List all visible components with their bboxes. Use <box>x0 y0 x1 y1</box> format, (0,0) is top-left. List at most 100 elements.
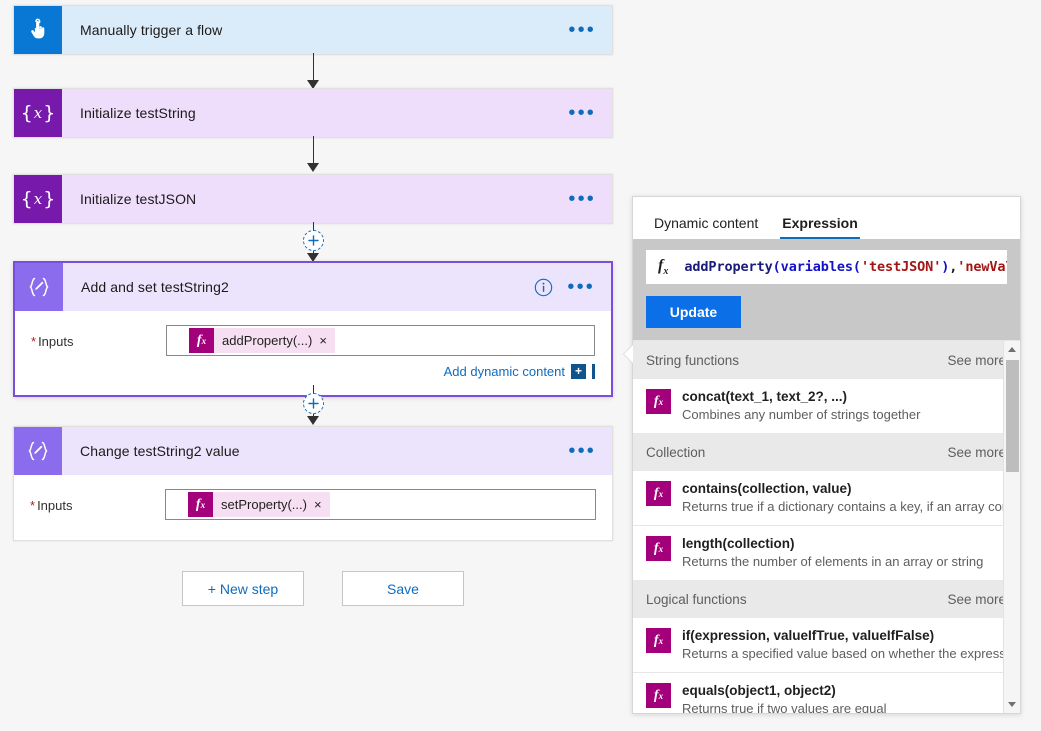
flow-step-card-init-teststring[interactable]: {x} Initialize testString ••• <box>13 88 613 138</box>
card-menu-icon[interactable]: ••• <box>568 440 596 462</box>
function-signature: contains(collection, value) <box>682 481 852 496</box>
group-title: Logical functions <box>646 591 747 607</box>
function-signature: length(collection) <box>682 536 795 551</box>
braces-pencil-icon <box>14 427 62 475</box>
update-button[interactable]: Update <box>646 296 741 328</box>
flow-canvas: Manually trigger a flow ••• {x} Initiali… <box>13 5 613 606</box>
required-asterisk: * <box>30 498 36 513</box>
card-header[interactable]: Change testString2 value ••• <box>14 427 612 475</box>
fx-icon: fx <box>658 256 669 278</box>
card-menu-icon[interactable]: ••• <box>567 276 595 298</box>
card-title: Add and set testString2 <box>81 279 229 295</box>
function-signature: if(expression, valueIfTrue, valueIfFalse… <box>682 628 935 643</box>
insert-step-button[interactable] <box>302 393 324 414</box>
tap-hand-icon <box>14 6 62 54</box>
card-menu-icon[interactable]: ••• <box>568 188 596 210</box>
tab-expression[interactable]: Expression <box>770 215 869 239</box>
function-signature: equals(object1, object2) <box>682 683 836 698</box>
scroll-up-icon[interactable] <box>1004 341 1020 358</box>
required-asterisk: * <box>31 334 37 349</box>
card-menu-icon[interactable]: ••• <box>568 19 596 41</box>
add-dynamic-content-caret-icon <box>592 364 595 379</box>
expression-text: addProperty(variables('testJSON'),'newVa… <box>684 259 1007 275</box>
add-dynamic-content-plus-icon[interactable]: + <box>571 364 586 379</box>
card-header[interactable]: Add and set testString2 ••• <box>15 263 611 311</box>
card-title: Manually trigger a flow <box>80 22 223 38</box>
info-circle-icon[interactable] <box>534 278 553 297</box>
see-more-link[interactable]: See more <box>947 352 1006 368</box>
card-header[interactable]: {x} Initialize testJSON ••• <box>14 175 612 223</box>
function-text: equals(object1, object2) Returns true if… <box>671 682 1006 713</box>
see-more-link[interactable]: See more <box>947 444 1006 460</box>
add-dynamic-content-row[interactable]: Add dynamic content + <box>31 364 595 379</box>
inputs-label: *Inputs <box>31 334 74 349</box>
function-group-header-string: String functions See more <box>633 341 1020 379</box>
function-list-scrollbar[interactable] <box>1003 341 1020 713</box>
scrollbar-thumb[interactable] <box>1006 360 1019 472</box>
remove-token-icon[interactable]: × <box>319 333 327 348</box>
card-header-actions: ••• <box>534 276 611 298</box>
function-text: if(expression, valueIfTrue, valueIfFalse… <box>671 627 1006 663</box>
function-group-header-logical: Logical functions See more <box>633 580 1020 618</box>
card-header-actions: ••• <box>568 19 612 41</box>
function-description: Returns a specified value based on wheth… <box>682 646 1006 661</box>
remove-token-icon[interactable]: × <box>313 497 322 512</box>
card-header-actions: ••• <box>568 102 612 124</box>
canvas-action-buttons: + New step Save <box>182 571 464 606</box>
card-title: Initialize testString <box>80 105 196 121</box>
function-text: concat(text_1, text_2?, ...) Combines an… <box>671 388 1006 424</box>
card-title: Initialize testJSON <box>80 191 197 207</box>
save-button[interactable]: Save <box>342 571 464 606</box>
new-step-button[interactable]: + New step <box>182 571 304 606</box>
see-more-link[interactable]: See more <box>947 591 1006 607</box>
braces-x-icon: {x} <box>14 89 62 137</box>
function-description: Returns true if a dictionary contains a … <box>682 499 1006 514</box>
scroll-down-icon[interactable] <box>1004 696 1020 713</box>
function-description: Returns true if two values are equal <box>682 701 887 713</box>
card-header-actions: ••• <box>568 440 612 462</box>
expression-panel: Dynamic content Expression fx addPropert… <box>624 196 1021 714</box>
function-text: length(collection) Returns the number of… <box>671 535 1006 571</box>
card-header[interactable]: Manually trigger a flow ••• <box>14 6 612 54</box>
add-dynamic-content-link[interactable]: Add dynamic content <box>443 364 565 379</box>
tab-dynamic-content[interactable]: Dynamic content <box>654 215 759 231</box>
card-header-actions: ••• <box>568 188 612 210</box>
plus-icon <box>307 235 319 246</box>
function-text: contains(collection, value) Returns true… <box>671 480 1006 516</box>
function-description: Returns the number of elements in an arr… <box>682 554 984 569</box>
card-header[interactable]: {x} Initialize testString ••• <box>14 89 612 137</box>
group-title: Collection <box>646 444 706 460</box>
plus-icon <box>307 398 319 409</box>
card-title: Change testString2 value <box>80 443 240 459</box>
function-signature: concat(text_1, text_2?, ...) <box>682 389 848 404</box>
flow-step-card-trigger[interactable]: Manually trigger a flow ••• <box>13 5 613 55</box>
function-group-header-collection: Collection See more <box>633 433 1020 471</box>
function-description: Combines any number of strings together <box>682 407 921 422</box>
card-menu-icon[interactable]: ••• <box>568 102 596 124</box>
braces-pencil-icon <box>15 263 63 311</box>
expression-input[interactable]: fx addProperty(variables('testJSON'),'ne… <box>646 250 1007 284</box>
insert-step-button[interactable] <box>302 230 324 251</box>
flow-step-card-init-testjson[interactable]: {x} Initialize testJSON ••• <box>13 174 613 224</box>
